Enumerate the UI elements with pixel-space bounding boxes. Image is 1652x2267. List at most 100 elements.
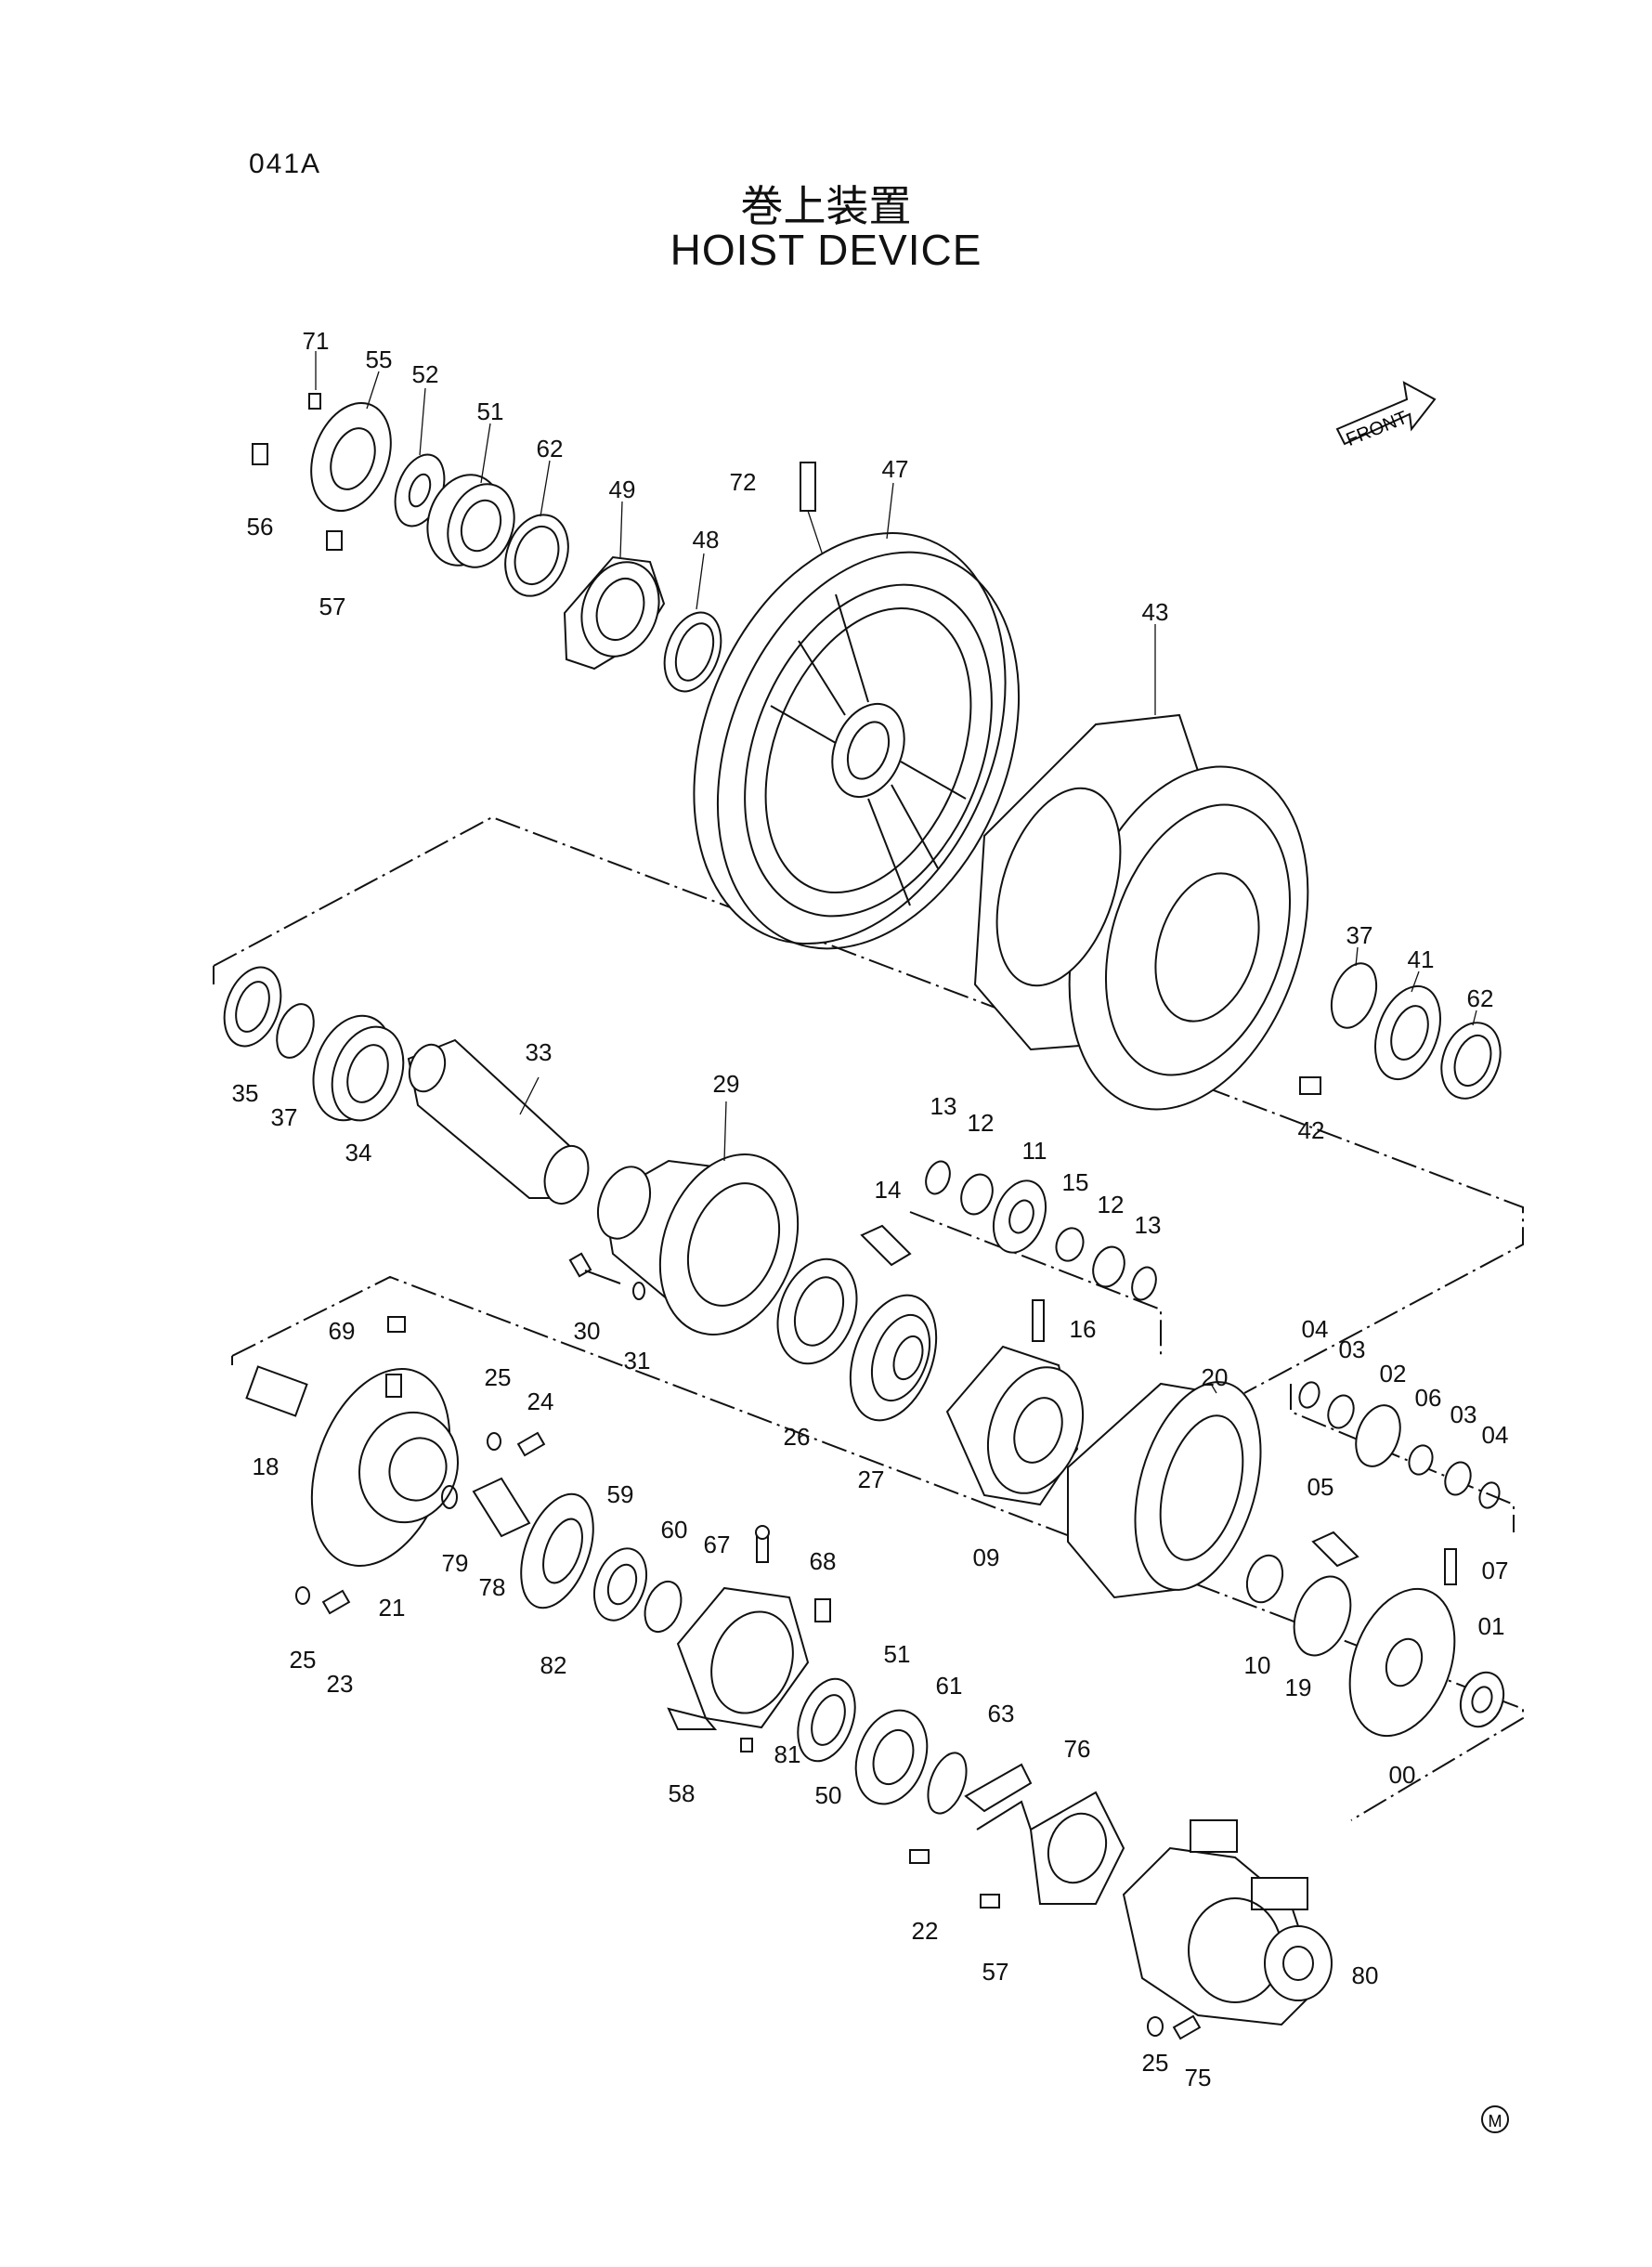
label-13-b: 13 (1135, 1211, 1162, 1239)
label-72: 72 (730, 468, 757, 496)
part-30-bolt (568, 1252, 645, 1300)
planet-gear-set-upper (860, 1160, 1157, 1342)
label-13: 13 (930, 1092, 957, 1120)
part-00-carrier-group (1245, 1531, 1505, 1738)
label-62: 62 (537, 435, 564, 463)
part-33-shaft (407, 1038, 590, 1205)
label-04: 04 (1302, 1315, 1329, 1343)
part-80-motor (1122, 1819, 1333, 2040)
label-51-b: 51 (884, 1640, 911, 1668)
label-11: 11 (1022, 1137, 1047, 1165)
label-68: 68 (810, 1547, 837, 1575)
label-37: 37 (1346, 921, 1373, 949)
label-50: 50 (815, 1781, 842, 1809)
label-62-right: 62 (1467, 984, 1494, 1012)
label-12: 12 (968, 1109, 995, 1137)
part-78-82-59-components (441, 1477, 683, 1634)
label-19: 19 (1285, 1674, 1312, 1701)
label-42: 42 (1298, 1116, 1325, 1144)
front-arrow-icon: FRONT (1335, 381, 1437, 450)
label-57: 57 (319, 593, 346, 620)
label-24: 24 (527, 1388, 554, 1415)
part-number-labels: 71 55 52 51 62 49 48 47 72 56 57 43 37 4… (232, 327, 1509, 2091)
label-00: 00 (1389, 1761, 1416, 1789)
label-37-left: 37 (271, 1103, 298, 1131)
label-16: 16 (1070, 1315, 1097, 1343)
label-03: 03 (1339, 1335, 1366, 1363)
label-25-c: 25 (1142, 2049, 1169, 2077)
label-69: 69 (329, 1317, 356, 1345)
label-05: 05 (1307, 1473, 1334, 1501)
part-72-pin (800, 462, 837, 595)
label-09: 09 (973, 1544, 1000, 1571)
label-04-b: 04 (1482, 1421, 1509, 1449)
assembly-group-outlines (213, 815, 1524, 1821)
label-25-b: 25 (290, 1646, 317, 1674)
label-48: 48 (693, 526, 720, 554)
label-76: 76 (1064, 1735, 1091, 1763)
label-34: 34 (345, 1139, 372, 1166)
part-48-seal (663, 611, 722, 693)
label-14: 14 (875, 1176, 902, 1204)
label-12-b: 12 (1098, 1191, 1125, 1218)
label-27: 27 (858, 1466, 885, 1493)
label-52: 52 (412, 360, 439, 388)
label-60: 60 (661, 1516, 688, 1544)
label-31: 31 (624, 1347, 651, 1375)
part-51-61-63-76-group (797, 1677, 1125, 1909)
part-09-carrier (945, 1345, 1085, 1506)
part-29-housing (596, 1153, 800, 1335)
label-20: 20 (1202, 1363, 1229, 1391)
part-41-bearing-group (1299, 962, 1502, 1100)
label-03-b: 03 (1450, 1401, 1477, 1428)
part-47-drum-wheel (693, 531, 1021, 950)
label-35: 35 (232, 1079, 259, 1107)
label-51: 51 (477, 397, 504, 425)
label-47: 47 (882, 455, 909, 483)
page-title-japanese: 巻上装置 (740, 181, 912, 231)
part-52-51-62-bearings (394, 453, 569, 597)
label-21: 21 (379, 1594, 406, 1622)
label-33: 33 (526, 1038, 553, 1066)
label-81: 81 (774, 1740, 801, 1768)
label-22: 22 (912, 1917, 939, 1945)
label-58: 58 (669, 1779, 696, 1807)
label-30: 30 (574, 1317, 601, 1345)
label-82: 82 (540, 1651, 567, 1679)
corner-mark-letter: M (1489, 2112, 1502, 2130)
label-06: 06 (1415, 1384, 1442, 1412)
label-26: 26 (784, 1423, 811, 1451)
label-57-b: 57 (982, 1958, 1009, 1986)
label-56: 56 (247, 513, 274, 541)
planet-gear-set-lower (1298, 1381, 1501, 1509)
page-title: HOIST DEVICE (670, 226, 982, 274)
label-78: 78 (479, 1573, 506, 1601)
part-20-ring-gear (1067, 1381, 1262, 1599)
page-code: 041A (249, 149, 322, 179)
label-18: 18 (253, 1453, 280, 1480)
label-59: 59 (607, 1480, 634, 1508)
label-10: 10 (1244, 1651, 1271, 1679)
label-25: 25 (485, 1363, 512, 1391)
label-07: 07 (1482, 1557, 1509, 1584)
part-35-34-bearings (223, 966, 405, 1122)
label-63: 63 (988, 1700, 1015, 1727)
label-01: 01 (1478, 1612, 1505, 1640)
label-15: 15 (1062, 1168, 1089, 1196)
label-41: 41 (1408, 945, 1435, 973)
label-49: 49 (609, 476, 636, 503)
label-29: 29 (713, 1070, 740, 1098)
label-43: 43 (1142, 598, 1169, 626)
part-49-bracket (563, 555, 666, 671)
corner-mark: M (1481, 2105, 1509, 2133)
label-02: 02 (1380, 1360, 1407, 1388)
label-23: 23 (327, 1670, 354, 1698)
label-79: 79 (442, 1549, 469, 1577)
label-75: 75 (1185, 2064, 1212, 2091)
part-43-drum (973, 713, 1309, 1111)
part-21-flange (245, 1316, 546, 1615)
part-55-cover (252, 393, 392, 551)
leader-lines (315, 351, 1477, 1394)
label-55: 55 (366, 345, 393, 373)
